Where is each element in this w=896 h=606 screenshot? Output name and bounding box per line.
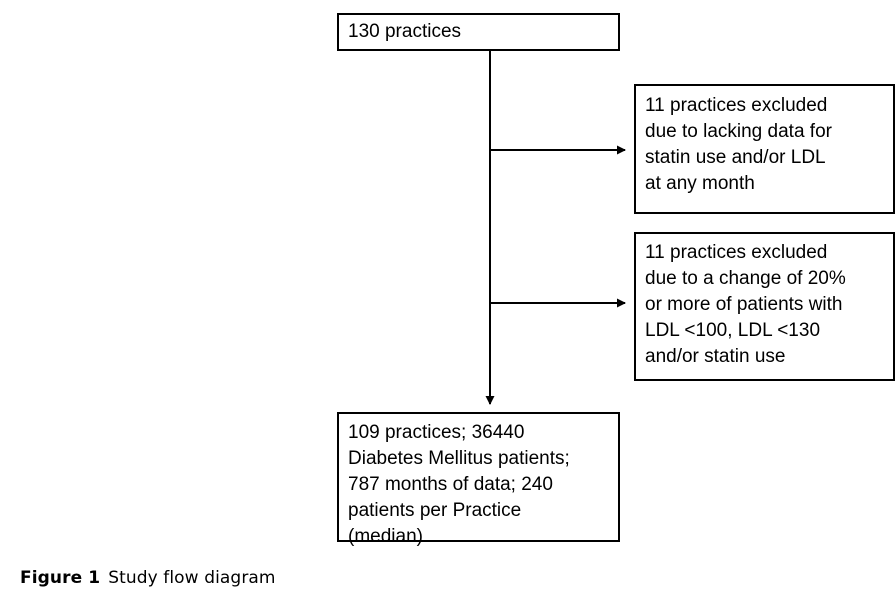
node-exclusion-missing-data: 11 practices excluded due to lacking dat… <box>634 84 895 214</box>
figure-caption: Figure 1 Study flow diagram <box>20 566 276 590</box>
node-source-practices: 130 practices <box>337 13 620 51</box>
figure-caption-text: Study flow diagram <box>108 568 276 588</box>
figure-caption-label: Figure 1 <box>20 568 101 588</box>
node-outcome-analysis-sample: 109 practices; 36440 Diabetes Mellitus p… <box>337 412 620 547</box>
node-exclusion-large-change: 11 practices excluded due to a change of… <box>634 232 895 381</box>
